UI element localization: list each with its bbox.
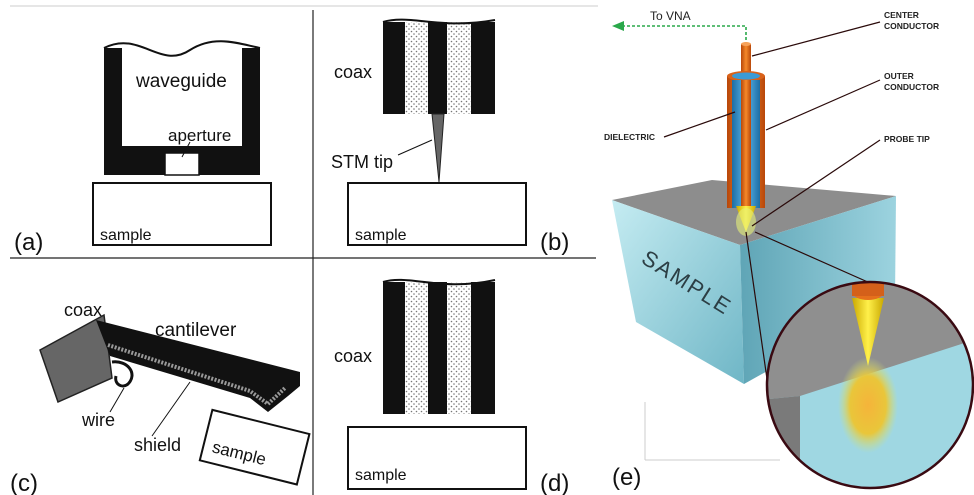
stm-tip [431, 113, 445, 183]
coax-c [39, 313, 113, 404]
sample-label-d: sample [355, 467, 407, 484]
zoom-probe-tip [852, 298, 884, 366]
aperture-pointer [181, 141, 191, 158]
zoom-inset-border [765, 280, 974, 490]
panel-d: coax sample (d) [334, 278, 569, 495]
panel-label-a: (a) [14, 229, 43, 256]
coax-b [382, 18, 496, 114]
panel-dividers [10, 5, 598, 495]
panel-label-e: (e) [612, 464, 641, 491]
wire-pointer [109, 387, 125, 413]
panel-label-d: (d) [540, 470, 569, 495]
shield-pointer [151, 381, 191, 437]
panel-label-b: (b) [540, 229, 569, 256]
sample-top-face [612, 180, 896, 245]
shield-label: shield [134, 435, 181, 455]
probe-glow [736, 208, 756, 236]
coax-label-b: coax [334, 62, 372, 82]
shield-layer [107, 343, 287, 407]
center-conductor [741, 44, 751, 76]
sample-label-a: sample [100, 227, 152, 244]
panel-e: To VNA CENTER CONDUCTOR OUTER CONDUCTOR [604, 9, 974, 491]
to-vna-label: To VNA [650, 9, 691, 23]
waveguide-top-wave [103, 40, 261, 57]
callout-lines [663, 21, 881, 401]
panel-label-c: (c) [10, 470, 38, 495]
sample-block-c [198, 408, 311, 486]
field-glow [838, 357, 898, 453]
panel-a: waveguide aperture sample (a) [14, 40, 272, 256]
cantilever-label: cantilever [155, 320, 237, 341]
panel-b: coax STM tip sample (b) [331, 18, 569, 256]
panel-c: coax cantilever wire shield sample (c) [10, 300, 311, 495]
stm-tip-label: STM tip [331, 152, 393, 172]
aperture-slot [164, 152, 200, 176]
probe [727, 42, 765, 236]
aperture-label: aperture [168, 126, 231, 145]
stm-tip-pointer [397, 139, 433, 156]
coax-label-d: coax [334, 346, 372, 366]
sample-label-b: sample [355, 227, 407, 244]
probe-tip-label: PROBE TIP [884, 134, 930, 144]
coax-d [382, 278, 496, 414]
sample-block-a [92, 182, 272, 246]
wire-label: wire [81, 410, 115, 430]
outer-conductor-label-1: OUTER [884, 71, 914, 81]
wire-loop [111, 360, 134, 388]
outer-conductor-label-2: CONDUCTOR [884, 82, 939, 92]
waveguide-label: waveguide [135, 71, 227, 92]
center-conductor-label-1: CENTER [884, 10, 919, 20]
center-conductor-label-2: CONDUCTOR [884, 21, 939, 31]
sample-block-d [347, 426, 527, 490]
vna-arrow [622, 25, 747, 50]
sample-block-b [347, 182, 527, 246]
coax-label-c: coax [64, 300, 102, 320]
inset-frame [645, 402, 780, 460]
dielectric-label: DIELECTRIC [604, 132, 655, 142]
sample-front-face [612, 200, 744, 384]
waveguide-body [104, 48, 260, 175]
vna-arrowhead [612, 21, 624, 31]
